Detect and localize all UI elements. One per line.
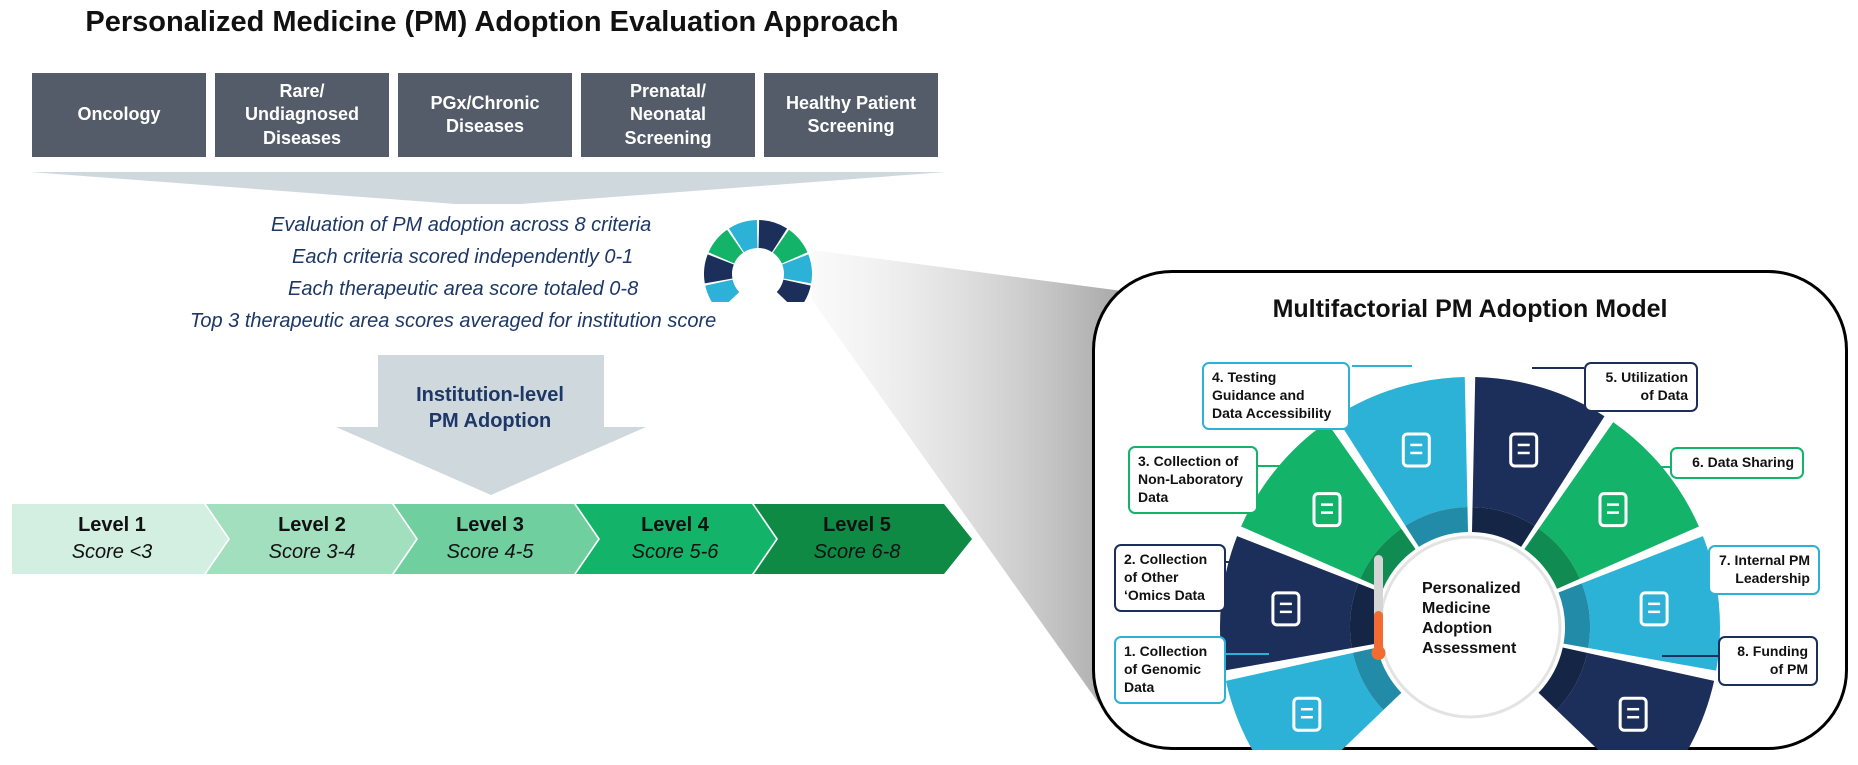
funnel-shape — [30, 172, 946, 204]
segment-4 — [1335, 377, 1468, 526]
criteria-line-1: Evaluation of PM adoption across 8 crite… — [271, 214, 652, 236]
mini-segment-5 — [758, 220, 788, 253]
therapeutic-area-pgx: PGx/Chronic Diseases — [398, 73, 572, 157]
segment-5 — [1472, 377, 1605, 526]
adoption-wheel — [1220, 365, 1720, 750]
segment-4-inner — [1405, 507, 1469, 547]
page-title: Personalized Medicine (PM) Adoption Eval… — [85, 6, 899, 38]
center-label: Personalized Medicine Adoption Assessmen… — [1422, 580, 1521, 657]
level-4-chevron — [576, 504, 776, 574]
thermometer-icon — [1371, 555, 1386, 660]
model-title: Multifactorial PM Adoption Model — [1272, 295, 1668, 323]
level-1-score: Score <3 — [71, 541, 153, 563]
level-4-title: Level 4 — [641, 514, 709, 536]
criteria-line-2: Each criteria scored independently 0-1 — [292, 246, 634, 268]
segment-8-inner — [1538, 647, 1588, 711]
level-5-score: Score 6-8 — [813, 541, 901, 563]
mini-wheel-icon — [704, 220, 812, 302]
clipboard-icon — [1312, 492, 1342, 528]
criterion-3-label: 3. Collection of Non-Laboratory Data — [1128, 446, 1258, 514]
criteria-line-4: Top 3 therapeutic area scores averaged f… — [190, 310, 717, 332]
criterion-6-label: 6. Data Sharing — [1670, 447, 1804, 479]
level-3-score: Score 4-5 — [446, 541, 534, 563]
level-5-title: Level 5 — [823, 514, 891, 536]
criterion-7-label: 7. Internal PM Leadership — [1708, 545, 1820, 595]
segment-5-inner — [1471, 507, 1535, 547]
bottles-icon — [1509, 432, 1539, 468]
level-1-title: Level 1 — [78, 514, 146, 536]
level-1-chevron — [12, 504, 228, 574]
level-1: Level 1 Score <3 — [12, 512, 212, 566]
test-tube-icon — [1271, 591, 1301, 627]
segment-2-inner — [1350, 583, 1382, 648]
criteria-line-3: Each therapeutic area score totaled 0-8 — [288, 278, 639, 300]
cloud-sharing-icon — [1598, 492, 1628, 528]
doctor-icon — [1639, 591, 1669, 627]
level-3-title: Level 3 — [456, 514, 524, 536]
therapeutic-area-oncology: Oncology — [32, 73, 206, 157]
institution-level-label: Institution-level PM Adoption — [416, 384, 564, 432]
segment-8 — [1556, 652, 1715, 750]
level-4-score: Score 5-6 — [631, 541, 719, 563]
mini-segment-3 — [708, 229, 744, 264]
criterion-2-label: 2. Collection of Other ‘Omics Data — [1114, 544, 1226, 612]
dna-icon — [1292, 696, 1322, 732]
segment-6-inner — [1524, 528, 1580, 589]
therapeutic-area-healthy-screening: Healthy Patient Screening — [764, 73, 938, 157]
mini-segment-7 — [782, 254, 812, 284]
segment-6 — [1538, 422, 1699, 579]
level-2-title: Level 2 — [278, 514, 346, 536]
level-2-chevron — [206, 504, 416, 574]
level-2: Level 2 Score 3-4 — [218, 512, 406, 566]
institution-arrow — [336, 355, 646, 495]
therapeutic-area-prenatal: Prenatal/ Neonatal Screening — [581, 73, 755, 157]
level-2-score: Score 3-4 — [268, 541, 356, 563]
criterion-5-label: 5. Utilization of Data — [1584, 362, 1698, 412]
segment-1 — [1225, 652, 1384, 750]
mini-segment-1 — [705, 279, 740, 302]
money-hand-icon — [1618, 696, 1648, 732]
computer-icon — [1401, 432, 1431, 468]
level-5: Level 5 Score 6-8 — [762, 512, 952, 566]
level-3-chevron — [394, 504, 598, 574]
segment-1-inner — [1352, 647, 1402, 711]
segment-7-inner — [1558, 583, 1590, 648]
mini-segment-2 — [704, 254, 734, 284]
mini-segment-6 — [772, 229, 808, 264]
criterion-8-label: 8. Funding of PM — [1718, 636, 1818, 686]
segment-3-inner — [1360, 528, 1416, 589]
segment-3 — [1241, 422, 1402, 579]
level-3: Level 3 Score 4-5 — [400, 512, 580, 566]
mini-segment-8 — [776, 279, 811, 302]
level-4: Level 4 Score 5-6 — [586, 512, 764, 566]
mini-segment-4 — [728, 220, 758, 253]
therapeutic-area-rare-diseases: Rare/ Undiagnosed Diseases — [215, 73, 389, 157]
criterion-4-label: 4. Testing Guidance and Data Accessibili… — [1202, 362, 1350, 430]
criterion-1-label: 1. Collection of Genomic Data — [1114, 636, 1226, 704]
